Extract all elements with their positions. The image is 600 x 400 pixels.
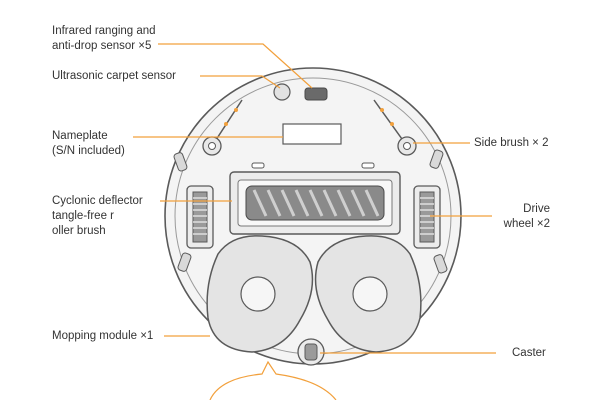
slot-right [361, 162, 375, 169]
label-mopping-line-1: Mopping module ×1 [52, 330, 154, 342]
label-caster: Caster [512, 346, 546, 361]
caster-wheel [297, 338, 325, 366]
leader-infrared [158, 43, 313, 89]
roller-brush [245, 185, 385, 221]
ultrasonic-sensor [273, 83, 291, 101]
mop-pad-left [206, 235, 314, 353]
label-mopping-module: Mopping module ×1 [52, 329, 153, 344]
label-side-brush: Side brush × 2 [474, 136, 548, 151]
leader-lines [133, 43, 496, 354]
label-infrared-line-1: Infrared ranging and [52, 25, 156, 37]
label-drive-wheel-line-2: wheel ×2 [503, 218, 550, 230]
label-cyclonic-line-3: oller brush [52, 225, 106, 237]
rim-sensor-left-bottom [177, 252, 192, 272]
drive-wheel-right [413, 185, 441, 249]
rim-sensor-right-top [429, 149, 444, 169]
label-caster-line-1: Caster [512, 347, 546, 359]
leader-ultrasonic [200, 75, 281, 89]
label-nameplate-line-1: Nameplate [52, 130, 108, 142]
rim-sensor-right-bottom [433, 254, 448, 274]
rim-sensor-left-top [173, 152, 188, 172]
label-ultrasonic-sensor: Ultrasonic carpet sensor [52, 69, 176, 84]
side-brush-left [202, 99, 243, 156]
label-cyclonic-brush: Cyclonic deflector tangle-free r oller b… [52, 194, 143, 239]
drive-wheel-left [186, 185, 214, 249]
label-drive-wheel: Drive wheel ×2 [496, 202, 550, 232]
label-cyclonic-line-2: tangle-free r [52, 210, 115, 222]
label-nameplate-line-2: (S/N included) [52, 145, 125, 157]
label-infrared-sensor: Infrared ranging and anti-drop sensor ×5 [52, 24, 156, 54]
mop-pad-right [314, 235, 422, 353]
slot-left [251, 162, 265, 169]
label-side-brush-line-1: Side brush × 2 [474, 137, 549, 149]
infrared-sensor [304, 87, 328, 101]
callout-bubble [209, 360, 337, 400]
label-infrared-line-2: anti-drop sensor ×5 [52, 40, 152, 52]
label-nameplate: Nameplate (S/N included) [52, 129, 125, 159]
nameplate [282, 123, 342, 145]
label-cyclonic-line-1: Cyclonic deflector [52, 195, 143, 207]
label-ultrasonic-line-1: Ultrasonic carpet sensor [52, 70, 176, 82]
side-brush-right [373, 99, 417, 156]
label-drive-wheel-line-1: Drive [523, 203, 550, 215]
